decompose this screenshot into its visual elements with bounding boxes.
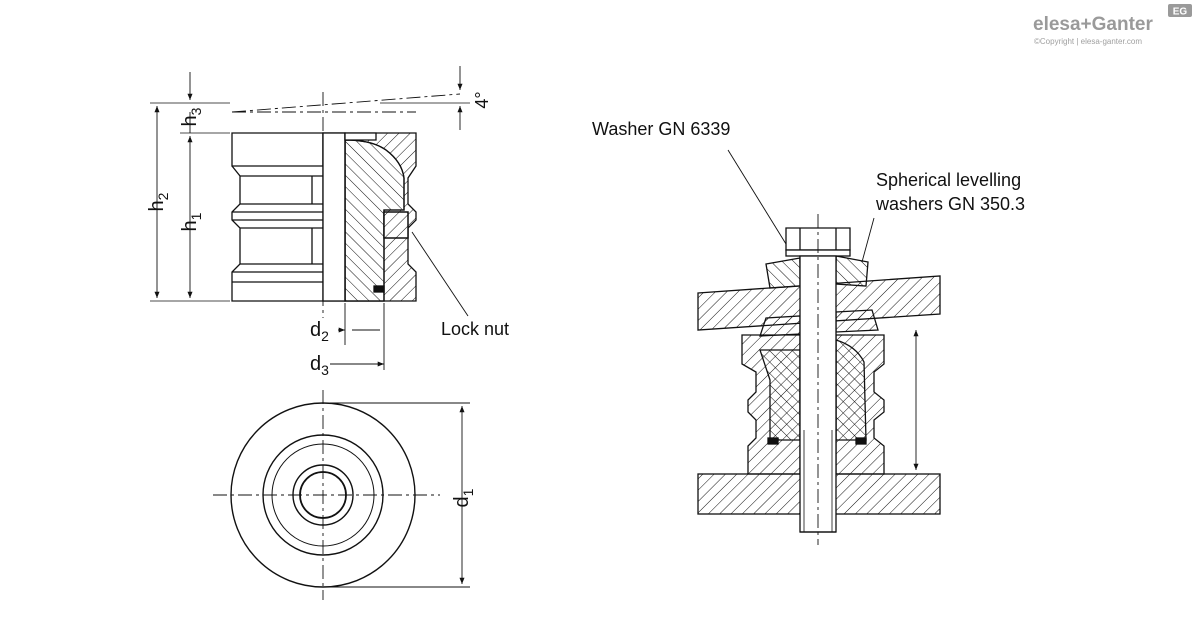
washer-leader (727, 149, 787, 245)
bore-circle (299, 471, 347, 519)
side-dimensions (154, 66, 469, 370)
label-lock-nut: Lock nut (441, 319, 509, 339)
assembly-view (697, 214, 941, 545)
label-h2: h2 (146, 192, 171, 211)
assembly-dimensions (727, 149, 919, 470)
label-h1: h1 (179, 212, 204, 231)
middle-circle (262, 434, 384, 556)
spherical-washer-leader (861, 217, 875, 263)
label-d3: d3 (310, 353, 329, 378)
badge-box (1168, 4, 1192, 17)
brand-badge: EG (1173, 7, 1188, 18)
copyright-text: ©Copyright | elesa-ganter.com (1034, 37, 1142, 46)
label-h3: h3 (179, 107, 204, 126)
label-spherical-line1: Spherical levelling (876, 170, 1021, 190)
d1-dimension (330, 402, 470, 588)
brand-logo: elesa+Ganter EG ©Copyright | elesa-gante… (1033, 4, 1192, 46)
side-view (150, 92, 470, 318)
brand-name: elesa+Ganter (1033, 14, 1153, 35)
inner-circle (292, 464, 354, 526)
body-section (322, 132, 417, 302)
label-d1: d1 (451, 488, 476, 507)
label-d2: d2 (310, 319, 329, 344)
body-exterior (231, 132, 324, 302)
lock-nut-leader (411, 231, 469, 317)
outer-circle (230, 402, 416, 588)
label-angle: 4° (472, 91, 492, 108)
top-view (213, 390, 440, 600)
label-washer: Washer GN 6339 (592, 119, 730, 139)
label-spherical-line2: washers GN 350.3 (875, 194, 1025, 214)
